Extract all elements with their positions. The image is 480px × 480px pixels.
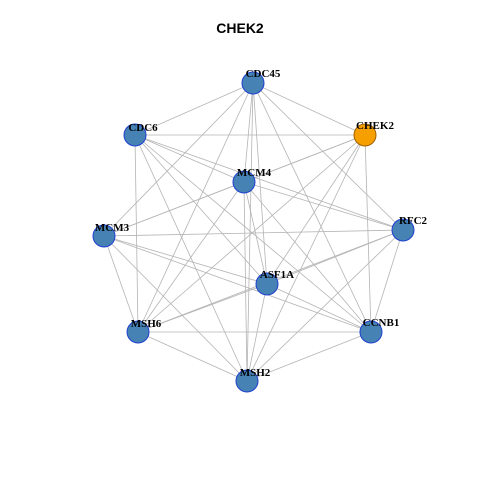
edge-mcm3-msh6 xyxy=(103,235,139,333)
node-label-ccnb1: CCNB1 xyxy=(363,317,400,329)
node-msh2 xyxy=(235,369,259,393)
edge-rfc2-ccnb1 xyxy=(370,229,404,333)
node-label-mcm3: MCM3 xyxy=(95,222,130,234)
edge-mcm4-msh2 xyxy=(243,181,248,382)
edge-cdc6-ccnb1 xyxy=(134,134,372,333)
edge-ccnb1-msh2 xyxy=(246,331,372,382)
edge-chek2-msh2 xyxy=(246,134,366,382)
edge-cdc6-asf1a xyxy=(134,134,268,285)
edge-cdc45-mcm4 xyxy=(243,82,254,183)
edge-cdc45-mcm3 xyxy=(103,82,254,237)
edge-cdc45-rfc2 xyxy=(252,82,404,231)
node-label-chek2: CHEK2 xyxy=(356,120,394,132)
node-rfc2 xyxy=(391,218,415,242)
node-asf1a xyxy=(255,272,279,296)
edge-cdc6-msh2 xyxy=(134,134,248,382)
edge-asf1a-ccnb1 xyxy=(266,283,372,333)
edge-rfc2-msh2 xyxy=(246,229,404,382)
edge-asf1a-msh2 xyxy=(246,283,268,382)
edge-cdc45-msh2 xyxy=(246,82,254,382)
edge-chek2-asf1a xyxy=(266,134,366,285)
node-cdc6 xyxy=(123,123,147,147)
edge-mcm4-rfc2 xyxy=(243,181,404,231)
node-label-msh6: MSH6 xyxy=(131,318,162,330)
node-chek2 xyxy=(353,123,377,147)
node-mcm3 xyxy=(92,224,116,248)
edge-mcm3-ccnb1 xyxy=(103,235,372,333)
node-label-mcm4: MCM4 xyxy=(237,167,272,179)
edge-cdc6-msh6 xyxy=(134,134,139,333)
edge-mcm3-msh2 xyxy=(103,235,248,382)
node-mcm4 xyxy=(232,170,256,194)
edge-cdc45-cdc6 xyxy=(134,82,254,136)
edge-cdc45-asf1a xyxy=(252,82,268,285)
node-msh6 xyxy=(126,320,150,344)
edge-cdc45-chek2 xyxy=(252,82,366,136)
edge-asf1a-msh6 xyxy=(137,283,268,333)
node-cdc45 xyxy=(241,71,265,95)
edge-msh6-msh2 xyxy=(137,331,248,382)
edge-cdc45-msh6 xyxy=(137,82,254,333)
edge-cdc6-mcm4 xyxy=(134,134,245,183)
diagram-title: CHEK2 xyxy=(216,20,264,36)
edge-mcm4-msh6 xyxy=(137,181,245,333)
edge-cdc6-rfc2 xyxy=(134,134,404,231)
node-label-asf1a: ASF1A xyxy=(260,269,294,281)
edge-mcm3-rfc2 xyxy=(103,229,404,237)
node-label-msh2: MSH2 xyxy=(240,367,271,379)
edge-chek2-msh6 xyxy=(137,134,366,333)
node-ccnb1 xyxy=(359,320,383,344)
edge-cdc45-ccnb1 xyxy=(252,82,372,333)
edge-mcm4-ccnb1 xyxy=(243,181,372,333)
node-label-cdc45: CDC45 xyxy=(246,68,281,80)
edge-mcm4-mcm3 xyxy=(103,181,245,237)
edge-mcm3-asf1a xyxy=(103,235,268,285)
node-label-cdc6: CDC6 xyxy=(128,122,158,134)
node-label-rfc2: RFC2 xyxy=(399,215,428,227)
edge-layer xyxy=(103,82,404,382)
edge-chek2-ccnb1 xyxy=(364,134,372,333)
